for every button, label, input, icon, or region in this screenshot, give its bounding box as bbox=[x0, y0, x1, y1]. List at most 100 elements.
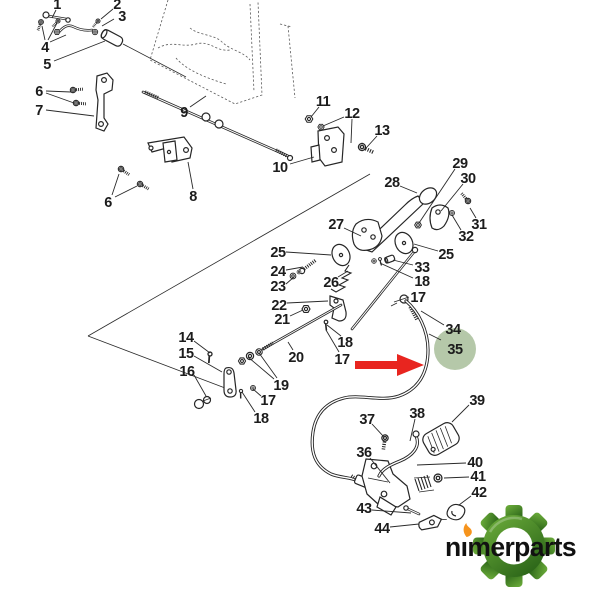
part-10-bracket bbox=[310, 126, 345, 167]
part-38-pedal-arm bbox=[377, 430, 420, 478]
part-label-36: 36 bbox=[356, 445, 372, 461]
part-label-13: 13 bbox=[374, 123, 390, 139]
part-25-disc-left bbox=[331, 243, 351, 267]
leader-line-40 bbox=[416, 462, 467, 466]
part-18-washer-upper bbox=[371, 258, 377, 264]
leader-line-27 bbox=[343, 227, 362, 237]
part-label-28: 28 bbox=[384, 175, 400, 191]
part-6-bolt-c bbox=[115, 163, 133, 179]
part-label-16: 16 bbox=[179, 364, 195, 380]
leader-line-28 bbox=[399, 185, 418, 194]
part-1-link bbox=[42, 11, 71, 23]
part-label-6: 6 bbox=[35, 84, 43, 100]
leader-line-6 bbox=[111, 173, 120, 196]
part-6-bolt-d bbox=[134, 178, 152, 193]
link-rod-17 bbox=[350, 246, 419, 331]
part-42-clip bbox=[446, 503, 466, 521]
leader-line-15 bbox=[193, 355, 223, 373]
leader-line-14 bbox=[193, 340, 211, 354]
leader-line-41 bbox=[443, 476, 470, 479]
part-19-nut bbox=[237, 357, 247, 365]
part-label-38: 38 bbox=[409, 406, 425, 422]
leader-line-37 bbox=[371, 423, 385, 438]
part-32-washer bbox=[449, 210, 455, 216]
part-33-spacer bbox=[384, 254, 396, 264]
part-label-17: 17 bbox=[334, 352, 350, 368]
part-label-8: 8 bbox=[189, 189, 197, 205]
part-label-24: 24 bbox=[270, 264, 286, 280]
leader-line-38 bbox=[409, 418, 416, 442]
part-label-25: 25 bbox=[270, 245, 286, 261]
leader-line-32 bbox=[451, 214, 462, 231]
leader-line-11 bbox=[310, 106, 320, 118]
part-18-pin-lower bbox=[235, 388, 246, 400]
pointer-arrow bbox=[355, 354, 424, 376]
leader-line-21 bbox=[289, 309, 304, 317]
part-label-26: 26 bbox=[323, 275, 339, 291]
leader-line-10 bbox=[289, 156, 315, 165]
part-17-washer-lower bbox=[250, 385, 256, 391]
part-28-knob bbox=[418, 187, 438, 205]
leader-line-12 bbox=[350, 118, 353, 144]
part-label-18: 18 bbox=[253, 411, 269, 427]
part-label-32: 32 bbox=[458, 229, 474, 245]
part-label-41: 41 bbox=[470, 469, 486, 485]
part-13-bolt bbox=[357, 142, 375, 155]
leader-line-18 bbox=[326, 324, 342, 337]
brand-logo: nımerparts bbox=[445, 505, 577, 587]
part-label-18: 18 bbox=[414, 274, 430, 290]
part-41-washer bbox=[433, 473, 443, 483]
part-label-37: 37 bbox=[359, 412, 375, 428]
brand-text: nımerparts bbox=[445, 532, 576, 562]
leader-line-24 bbox=[285, 266, 304, 271]
leader-line-2 bbox=[100, 8, 114, 20]
part-35-cable bbox=[310, 299, 430, 483]
leader-line-17 bbox=[393, 296, 410, 303]
part-27-lever-arm bbox=[351, 195, 425, 253]
leader-line-33 bbox=[392, 259, 414, 266]
part-15-link bbox=[223, 366, 237, 398]
leader-line-4 bbox=[49, 34, 67, 43]
part-label-27: 27 bbox=[328, 217, 344, 233]
leader-line-39 bbox=[451, 404, 470, 423]
part-6-bolt-b bbox=[71, 98, 88, 109]
part-label-40: 40 bbox=[467, 455, 483, 471]
part-31-bolt bbox=[458, 190, 474, 207]
leader-line-31 bbox=[469, 207, 477, 219]
part-3-rod bbox=[53, 24, 99, 36]
leader-line-19 bbox=[247, 356, 275, 380]
part-label-20: 20 bbox=[288, 350, 304, 366]
part-2-bolt bbox=[90, 16, 103, 30]
leader-line-18 bbox=[241, 391, 256, 413]
tractor-body-outline bbox=[149, 0, 296, 105]
reference-lines bbox=[87, 43, 371, 392]
part-20-rod bbox=[261, 303, 343, 351]
leader-line-19 bbox=[258, 352, 278, 379]
part-label-11: 11 bbox=[316, 94, 331, 110]
leader-line-12 bbox=[322, 116, 345, 127]
leader-line-35 bbox=[428, 333, 442, 341]
part-label-4: 4 bbox=[41, 40, 49, 56]
part-25-disc-right bbox=[394, 231, 414, 255]
part-4-bolt-b bbox=[49, 16, 63, 30]
leader-line-13 bbox=[366, 135, 378, 148]
part-30-cam-plate bbox=[429, 204, 450, 231]
part-21-nut bbox=[301, 305, 311, 313]
leader-line-3 bbox=[101, 18, 115, 27]
leader-line-4 bbox=[47, 22, 58, 41]
leader-line-23 bbox=[285, 276, 295, 285]
part-44-clevis bbox=[418, 514, 447, 531]
part-label-10: 10 bbox=[272, 160, 288, 176]
part-label-29: 29 bbox=[452, 156, 468, 172]
part-39-pedal-pad bbox=[422, 422, 460, 456]
leader-line-25 bbox=[285, 251, 332, 256]
part-label-23: 23 bbox=[270, 279, 286, 295]
leader-line-16 bbox=[193, 374, 207, 397]
part-label-19: 19 bbox=[273, 378, 289, 394]
part-label-43: 43 bbox=[356, 501, 372, 517]
part-label-44: 44 bbox=[374, 521, 390, 537]
part-label-17: 17 bbox=[410, 290, 426, 306]
leader-line-5 bbox=[53, 40, 106, 62]
